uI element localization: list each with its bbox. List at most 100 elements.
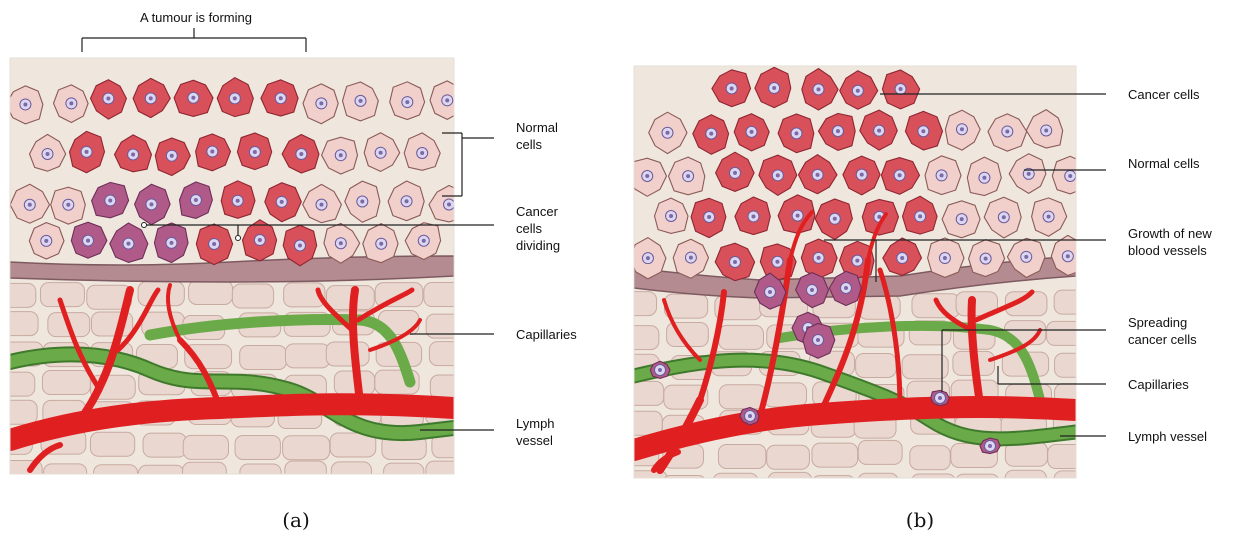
cell-nucleolus <box>422 239 426 243</box>
dermis-cell <box>285 461 327 485</box>
panel-b-label-capillaries: Capillaries <box>1128 377 1189 392</box>
dermis-cell <box>0 400 37 424</box>
panel-b-label-lymph-vessel: Lymph vessel <box>1128 429 1207 444</box>
cell-nucleolus <box>46 152 50 156</box>
panel-b: Cancer cells Normal cells Growth of new … <box>614 66 1215 532</box>
cell-nucleolus <box>645 174 649 178</box>
cell-nucleolus <box>960 217 964 221</box>
dermis-cell <box>713 473 758 497</box>
cell-nucleolus <box>751 214 755 218</box>
dermis-cell <box>42 371 90 395</box>
cancer-cells-dividing-pointer <box>142 223 147 228</box>
cell-nucleolus <box>689 256 693 260</box>
dermis-cell <box>240 464 281 488</box>
cell-nucleolus <box>772 86 776 90</box>
dermis-cell <box>0 312 38 336</box>
cell-nucleolus <box>1068 174 1072 178</box>
cell-nucleolus <box>816 173 820 177</box>
dermis-cell <box>138 282 184 306</box>
cell-nucleolus <box>984 257 988 261</box>
dermis-cell <box>232 284 273 308</box>
cell-nucleolus <box>1066 254 1070 258</box>
cell-nucleolus <box>1002 215 1006 219</box>
panel-a-caption: (a) <box>282 508 310 532</box>
cell-nucleolus <box>236 199 240 203</box>
cell-nucleolus <box>108 199 112 203</box>
cell-nucleolus <box>233 96 237 100</box>
cell-nucleolus <box>988 444 992 448</box>
dermis-cell <box>283 436 330 460</box>
cell-nucleolus <box>750 130 754 134</box>
cell-nucleolus <box>707 215 711 219</box>
panel-b-caption: (b) <box>906 508 934 532</box>
cell-nucleolus <box>170 154 174 158</box>
dermis-cell <box>767 445 810 469</box>
cell-nucleolus <box>855 259 859 263</box>
cell-nucleolus <box>445 98 449 102</box>
dermis-cell <box>622 471 667 495</box>
cell-nucleolus <box>686 174 690 178</box>
cell-nucleolus <box>844 286 848 290</box>
cell-nucleolus <box>126 242 130 246</box>
cell-nucleolus <box>28 203 32 207</box>
dermis-cell <box>1055 353 1102 377</box>
cell-nucleolus <box>918 214 922 218</box>
cell-nucleolus <box>169 241 173 245</box>
dermis-cell <box>138 465 184 489</box>
dermis-cell <box>189 280 233 304</box>
cell-nucleolus <box>194 198 198 202</box>
cell-nucleolus <box>69 101 73 105</box>
dermis-cell <box>94 465 138 489</box>
cell-nucleolus <box>420 151 424 155</box>
cell-nucleolus <box>339 241 343 245</box>
cell-nucleolus <box>360 199 364 203</box>
cell-nucleolus <box>733 260 737 264</box>
cell-nucleolus <box>646 256 650 260</box>
dermis-cell <box>617 326 659 350</box>
cell-nucleolus <box>447 202 451 206</box>
cell-nucleolus <box>298 244 302 248</box>
dermis-cell <box>430 375 471 399</box>
cell-nucleolus <box>131 153 135 157</box>
cell-nucleolus <box>106 96 110 100</box>
dermis-cell <box>0 372 35 396</box>
cell-nucleolus <box>379 242 383 246</box>
dermis-cell <box>326 342 369 366</box>
cell-nucleolus <box>733 171 737 175</box>
cell-nucleolus <box>900 256 904 260</box>
cell-nucleolus <box>279 96 283 100</box>
dermis-cell <box>90 432 134 456</box>
cancer-cells-dividing-pointer-2 <box>236 236 241 241</box>
cell-nucleolus <box>836 129 840 133</box>
cell-nucleolus <box>960 127 964 131</box>
cell-nucleolus <box>748 414 752 418</box>
cell-nucleolus <box>938 396 942 400</box>
cell-nucleolus <box>258 238 262 242</box>
cell-nucleolus <box>817 256 821 260</box>
dermis-cell <box>812 443 858 467</box>
cell-nucleolus <box>796 214 800 218</box>
cell-nucleolus <box>856 89 860 93</box>
cell-nucleolus <box>816 87 820 91</box>
cell-nucleolus <box>359 99 363 103</box>
cell-nucleolus <box>768 290 772 294</box>
cell-nucleolus <box>776 173 780 177</box>
cell-nucleolus <box>709 132 713 136</box>
cell-nucleolus <box>898 173 902 177</box>
cell-nucleolus <box>149 96 153 100</box>
cell-nucleolus <box>658 368 662 372</box>
cell-nucleolus <box>1027 172 1031 176</box>
cell-nucleolus <box>833 217 837 221</box>
cell-nucleolus <box>86 239 90 243</box>
cell-nucleolus <box>210 150 214 154</box>
cell-nucleolus <box>665 131 669 135</box>
cell-nucleolus <box>794 131 798 135</box>
dermis-cell <box>0 283 36 307</box>
cell-nucleolus <box>730 86 734 90</box>
cell-nucleolus <box>149 202 153 206</box>
cell-nucleolus <box>816 338 820 342</box>
cell-nucleolus <box>921 129 925 133</box>
dermis-cell <box>183 435 228 459</box>
panel-a-label-normal-cells: Normal cells <box>516 120 562 152</box>
